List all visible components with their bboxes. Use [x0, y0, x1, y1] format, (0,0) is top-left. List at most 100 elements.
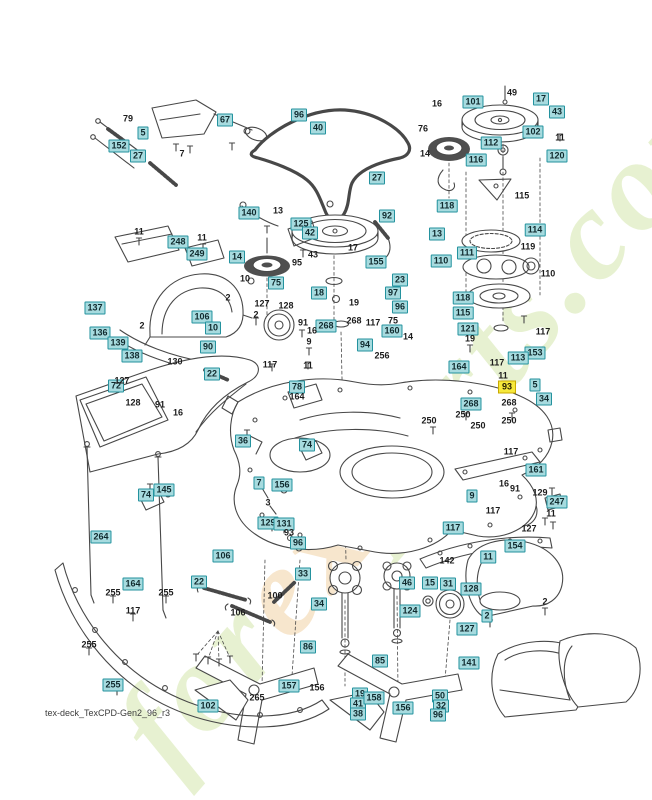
callout-161[interactable]: 161 [525, 463, 547, 477]
callout-156: 156 [309, 682, 325, 693]
callout-101[interactable]: 101 [462, 95, 484, 109]
callout-22[interactable]: 22 [203, 367, 221, 381]
callout-152[interactable]: 152 [108, 139, 130, 153]
callout-96[interactable]: 96 [391, 300, 409, 314]
callout-38[interactable]: 38 [349, 707, 367, 721]
callout-34[interactable]: 34 [310, 597, 328, 611]
callout-121[interactable]: 121 [457, 322, 479, 336]
callout-142: 142 [439, 555, 455, 566]
callout-106[interactable]: 106 [212, 549, 234, 563]
callout-46[interactable]: 46 [398, 576, 416, 590]
callout-5[interactable]: 5 [529, 378, 541, 392]
callout-128: 128 [278, 300, 294, 311]
callout-90[interactable]: 90 [199, 340, 217, 354]
callout-2[interactable]: 2 [481, 609, 493, 623]
callout-117: 117 [262, 359, 278, 370]
callout-33[interactable]: 33 [294, 567, 312, 581]
callout-9[interactable]: 9 [466, 489, 478, 503]
callout-156[interactable]: 156 [271, 478, 293, 492]
callout-74[interactable]: 74 [298, 438, 316, 452]
callout-120[interactable]: 120 [546, 149, 568, 163]
callout-118[interactable]: 118 [436, 199, 458, 213]
callout-94[interactable]: 94 [356, 338, 374, 352]
callout-131[interactable]: 131 [273, 517, 295, 531]
callout-23[interactable]: 23 [391, 273, 409, 287]
callout-114[interactable]: 114 [524, 223, 546, 237]
callout-248[interactable]: 248 [167, 235, 189, 249]
callout-255[interactable]: 255 [102, 678, 124, 692]
callout-5[interactable]: 5 [137, 126, 149, 140]
callout-102[interactable]: 102 [197, 699, 219, 713]
callout-128[interactable]: 128 [460, 582, 482, 596]
callout-164[interactable]: 164 [448, 360, 470, 374]
callout-255: 255 [105, 587, 121, 598]
callout-164[interactable]: 164 [122, 577, 144, 591]
callout-136[interactable]: 136 [89, 326, 111, 340]
callout-96[interactable]: 96 [290, 108, 308, 122]
callout-11: 11 [546, 508, 556, 519]
callout-85[interactable]: 85 [371, 654, 389, 668]
callout-74[interactable]: 74 [137, 488, 155, 502]
callout-10[interactable]: 10 [204, 321, 222, 335]
callout-249[interactable]: 249 [186, 247, 208, 261]
callout-75[interactable]: 75 [267, 276, 285, 290]
callout-18[interactable]: 18 [310, 286, 328, 300]
callout-158[interactable]: 158 [363, 691, 385, 705]
callout-124[interactable]: 124 [399, 604, 421, 618]
callout-112[interactable]: 112 [480, 136, 502, 150]
callout-27[interactable]: 27 [129, 149, 147, 163]
callout-140[interactable]: 140 [238, 206, 260, 220]
callout-127[interactable]: 127 [456, 622, 478, 636]
callout-93-selected[interactable]: 93 [497, 380, 517, 394]
callout-96[interactable]: 96 [429, 708, 447, 722]
callout-113[interactable]: 113 [507, 351, 529, 365]
callout-11[interactable]: 11 [480, 550, 496, 564]
callout-137[interactable]: 137 [84, 301, 106, 315]
callout-97[interactable]: 97 [384, 286, 402, 300]
callout-43[interactable]: 43 [548, 105, 566, 119]
callout-117[interactable]: 117 [442, 521, 464, 535]
callout-10: 10 [239, 273, 251, 284]
callout-17[interactable]: 17 [532, 92, 550, 106]
callout-34[interactable]: 34 [535, 392, 553, 406]
callout-155[interactable]: 155 [365, 255, 387, 269]
callout-154[interactable]: 154 [504, 539, 526, 553]
callout-72[interactable]: 72 [107, 379, 125, 393]
callout-117: 117 [125, 605, 141, 616]
callout-16: 16 [431, 98, 443, 109]
callout-40[interactable]: 40 [309, 121, 327, 135]
callout-2: 2 [139, 320, 145, 331]
callout-268[interactable]: 268 [315, 319, 337, 333]
callout-22[interactable]: 22 [190, 575, 208, 589]
callout-14[interactable]: 14 [228, 250, 246, 264]
callout-247[interactable]: 247 [546, 495, 568, 509]
callout-86[interactable]: 86 [299, 640, 317, 654]
callout-115[interactable]: 115 [452, 306, 474, 320]
callout-36[interactable]: 36 [234, 434, 252, 448]
callout-118[interactable]: 118 [452, 291, 474, 305]
callout-106[interactable]: 106 [191, 310, 213, 324]
callout-7[interactable]: 7 [253, 476, 265, 490]
callout-160[interactable]: 160 [381, 324, 403, 338]
callout-96[interactable]: 96 [289, 536, 307, 550]
callout-141[interactable]: 141 [458, 656, 480, 670]
callout-138[interactable]: 138 [121, 349, 143, 363]
callout-111[interactable]: 111 [456, 246, 478, 260]
callout-268[interactable]: 268 [460, 397, 482, 411]
callout-67[interactable]: 67 [216, 113, 234, 127]
callout-31[interactable]: 31 [439, 577, 457, 591]
callout-156[interactable]: 156 [392, 701, 414, 715]
callout-139[interactable]: 139 [107, 336, 129, 350]
callout-42[interactable]: 42 [301, 226, 319, 240]
callout-78[interactable]: 78 [288, 380, 306, 394]
callout-92[interactable]: 92 [378, 209, 396, 223]
callout-15[interactable]: 15 [421, 576, 439, 590]
callout-102[interactable]: 102 [522, 125, 544, 139]
callout-145[interactable]: 145 [153, 483, 175, 497]
callout-27[interactable]: 27 [368, 171, 386, 185]
callout-116[interactable]: 116 [465, 153, 487, 167]
callout-157[interactable]: 157 [278, 679, 300, 693]
callout-264[interactable]: 264 [90, 530, 112, 544]
callout-110[interactable]: 110 [430, 254, 452, 268]
callout-13[interactable]: 13 [428, 227, 446, 241]
